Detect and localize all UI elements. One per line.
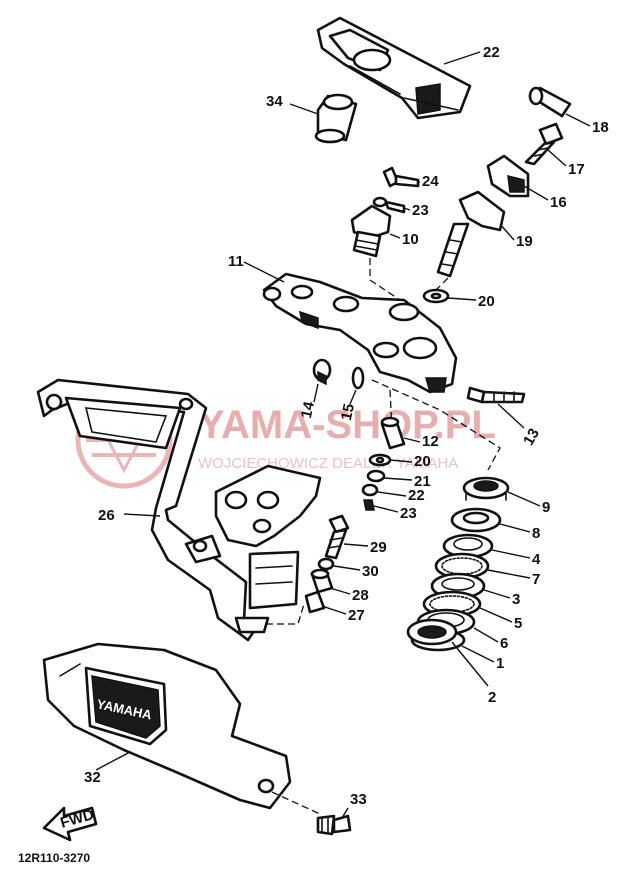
callout-21: 21 — [414, 473, 431, 490]
part-32-emblem-cover: YAMAHA — [42, 642, 292, 810]
callout-33: 33 — [350, 791, 367, 808]
part-20-washer-lower — [368, 453, 392, 467]
part-18-cap — [528, 86, 572, 118]
part-2-lower-seal — [406, 618, 458, 646]
part-31-washer — [317, 557, 335, 571]
callout-11: 11 — [228, 253, 244, 270]
part-27-headlight-bracket — [36, 378, 322, 642]
callout-17: 17 — [568, 161, 585, 178]
callout-28: 27 — [348, 607, 365, 624]
part-25-washer — [372, 196, 406, 214]
part-33-screw — [316, 814, 352, 836]
callout-32: 32 — [84, 769, 101, 786]
callout-15: 15 — [338, 402, 358, 422]
callouts: 22 34 18 17 24 16 23 10 19 11 20 14 15 1… — [84, 44, 609, 808]
callout-2: 2 — [488, 689, 496, 706]
forward-arrow-icon: FWD — [42, 806, 98, 842]
part-13-pinch-bolt — [466, 386, 526, 404]
part-23-nut — [363, 499, 375, 511]
callout-19: 19 — [516, 233, 533, 250]
callout-20-upper: 20 — [478, 293, 495, 310]
callout-5: 5 — [514, 615, 522, 632]
callout-8: 8 — [532, 525, 540, 542]
watermark-title: YAMA-SHOP.PL — [198, 403, 496, 447]
part-16-upper-holder — [486, 154, 530, 198]
callout-25: 23 — [412, 202, 429, 219]
part-12-collar — [380, 416, 406, 450]
callout-29: 28 — [352, 587, 369, 604]
callout-27: 26 — [98, 507, 115, 524]
callout-31: 30 — [362, 563, 379, 580]
callout-23: 23 — [400, 505, 417, 522]
part-8-bearing-cover — [450, 507, 502, 533]
callout-14: 14 — [298, 399, 318, 419]
part-29-damper — [310, 568, 334, 594]
callout-26: 24 — [422, 173, 439, 190]
callout-16: 16 — [550, 194, 567, 211]
part-24-handle-crown-cover — [316, 16, 472, 120]
part-22-nut — [361, 483, 379, 497]
callout-20-lower: 20 — [414, 453, 431, 470]
part-30-bolt — [324, 514, 350, 560]
part-26-bolt — [382, 166, 420, 188]
part-21-spring-washer — [366, 469, 386, 483]
part-10-stem-nut — [350, 204, 392, 258]
part-28-collar — [304, 590, 326, 614]
callout-1: 1 — [496, 655, 504, 672]
callout-9: 9 — [542, 499, 550, 516]
part-11-upper-bracket — [262, 272, 458, 394]
callout-7: 7 — [532, 571, 540, 588]
callout-24: 22 — [483, 44, 500, 61]
callout-22: 22 — [408, 487, 425, 504]
callout-6: 6 — [500, 635, 508, 652]
callout-34: 34 — [266, 93, 283, 110]
callout-13: 13 — [520, 426, 543, 449]
part-34-damper — [314, 93, 358, 144]
part-14-plug — [312, 358, 332, 386]
callout-30: 29 — [370, 539, 387, 556]
callout-12: 12 — [422, 433, 439, 450]
part-17-bolt — [524, 122, 564, 166]
part-20-washer-upper — [422, 288, 450, 304]
callout-10: 10 — [402, 231, 419, 248]
part-19-lower-holder — [436, 190, 506, 278]
diagram-code: 12R110-3270 — [18, 851, 91, 865]
callout-4: 4 — [532, 551, 541, 568]
part-15-clip — [351, 366, 365, 390]
callout-18: 18 — [592, 119, 609, 136]
part-9-ring-nut — [462, 476, 510, 501]
callout-3: 3 — [512, 591, 520, 608]
